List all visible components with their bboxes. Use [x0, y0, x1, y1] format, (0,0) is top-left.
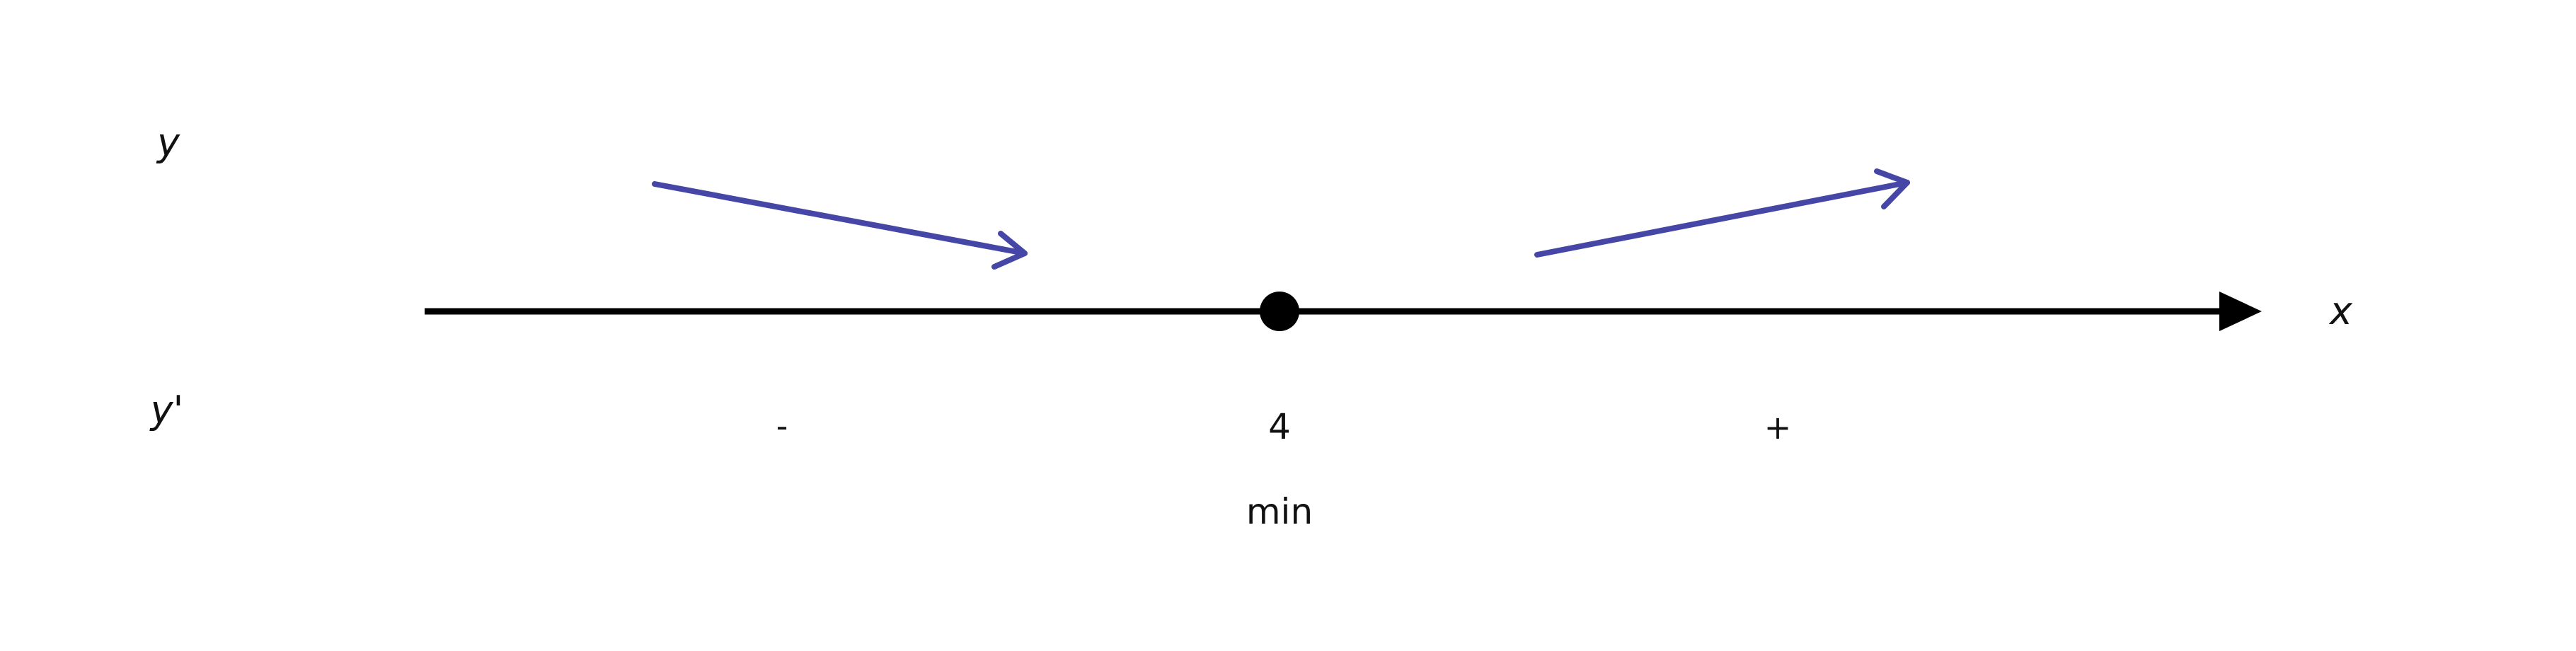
critical-point-classification: min [1246, 491, 1313, 532]
derivative-sign-left: - [776, 407, 788, 445]
derivative-sign-right: + [1764, 408, 1792, 447]
y-row-label: y [156, 120, 180, 165]
number-line [425, 292, 2262, 331]
x-axis-arrowhead [2219, 292, 2262, 331]
decreasing-arrow-icon [652, 181, 1028, 270]
critical-point-value: 4 [1268, 406, 1291, 447]
critical-point-marker [1260, 292, 1299, 331]
x-axis-label: x [2328, 289, 2353, 333]
increasing-arrow-icon [1534, 168, 1910, 258]
y-prime-row-label: y' [149, 388, 184, 432]
